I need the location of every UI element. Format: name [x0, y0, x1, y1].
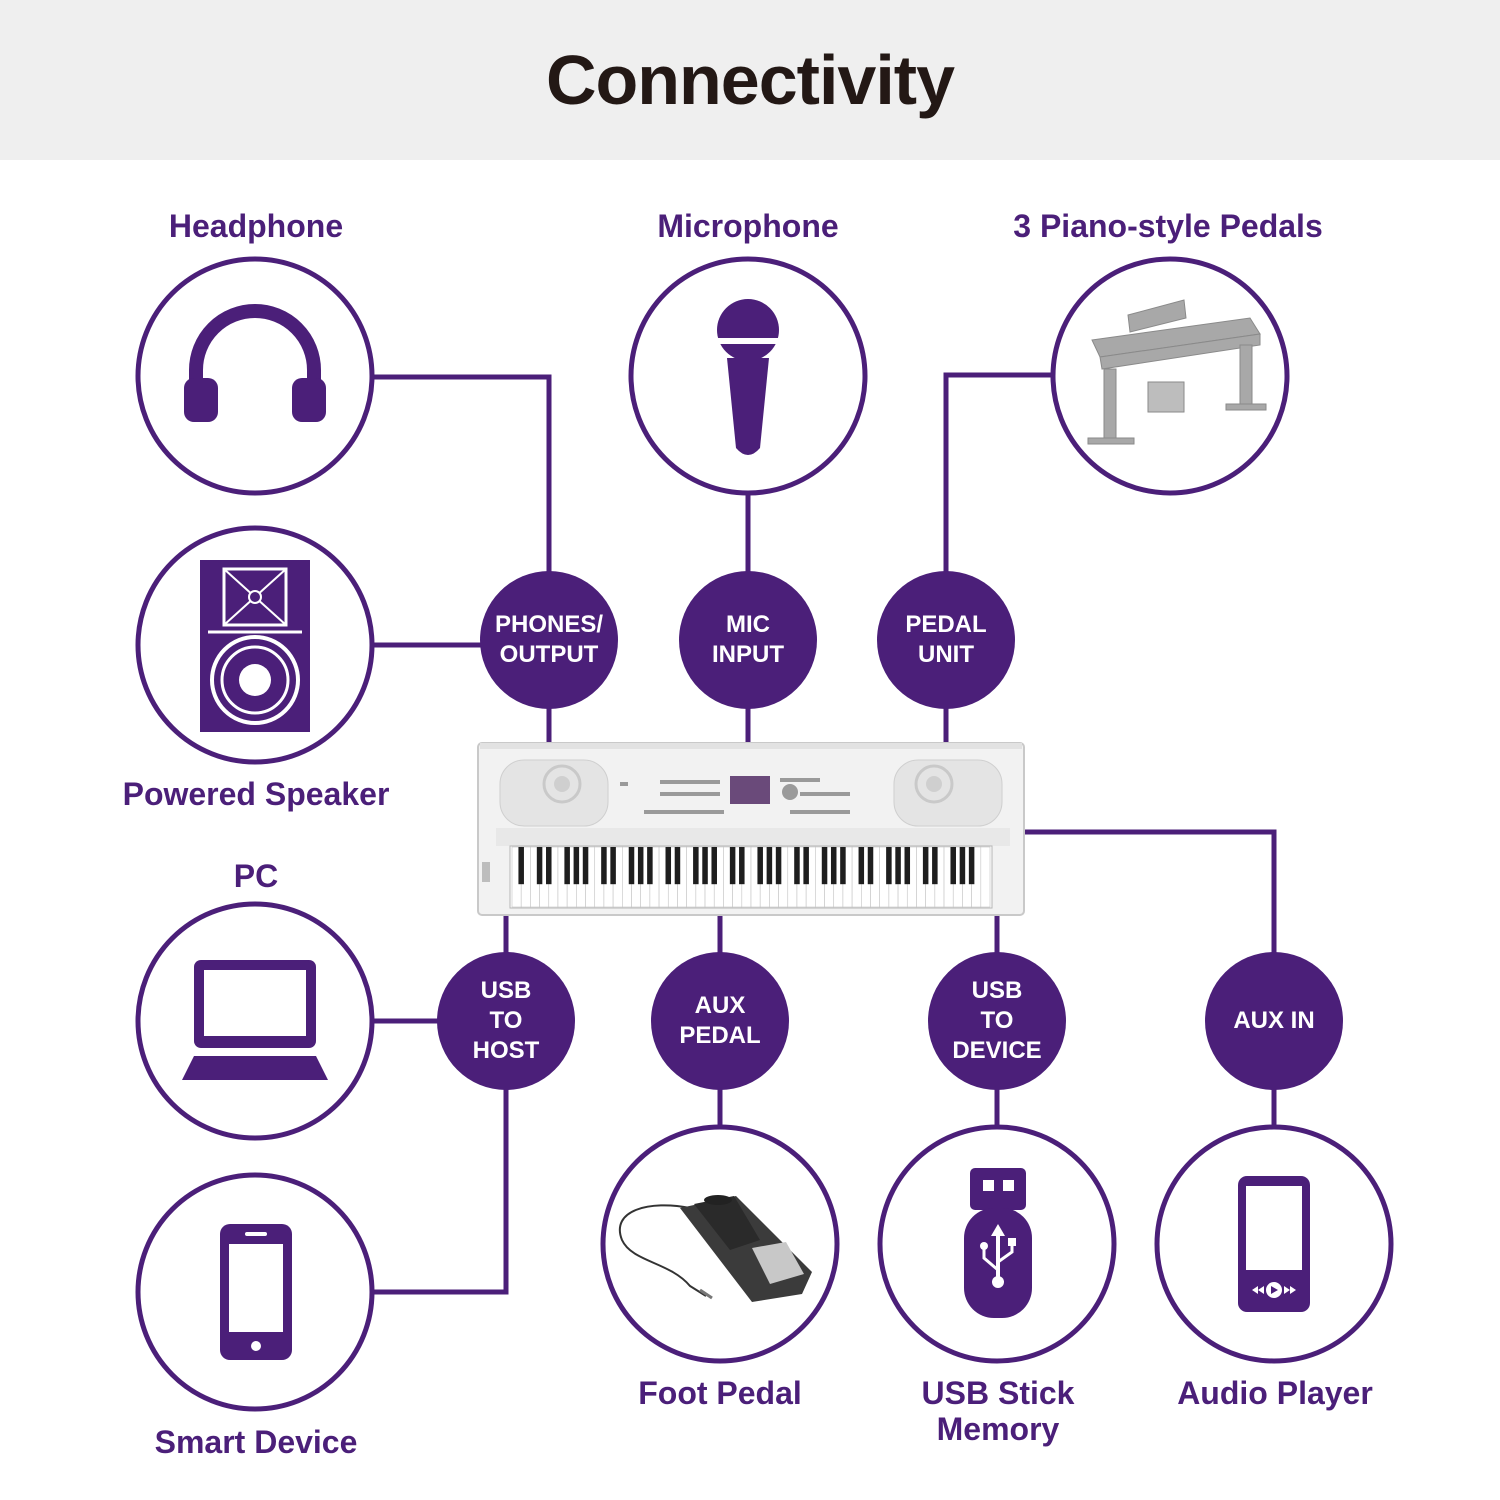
black-key	[729, 847, 736, 885]
headphone-icon	[184, 304, 326, 422]
black-key	[628, 847, 635, 885]
black-key	[922, 847, 929, 885]
black-key	[582, 847, 589, 885]
foot-pedal-icon	[618, 1195, 812, 1302]
black-key	[564, 847, 570, 885]
black-key	[766, 847, 773, 885]
port-usb-to-device: USB TO DEVICE	[928, 952, 1066, 1090]
black-key	[858, 847, 865, 885]
black-key	[886, 847, 892, 885]
usb-stick-label-line1: USB Stick	[921, 1375, 1075, 1411]
black-key	[601, 847, 607, 885]
piano-icon	[1087, 299, 1267, 445]
black-key	[775, 847, 782, 885]
line-piano-auxin	[1025, 829, 1277, 953]
black-key	[950, 847, 956, 885]
black-key	[518, 847, 524, 885]
line-pedals	[943, 372, 1054, 572]
header-bar: Connectivity	[0, 0, 1500, 160]
port-aux-in: AUX IN	[1205, 952, 1343, 1090]
page-title: Connectivity	[545, 41, 955, 119]
piano-keys	[511, 846, 991, 908]
port-usb-to-host: USB TO HOST	[437, 952, 575, 1090]
audio-player-label: Audio Player	[1177, 1375, 1373, 1411]
usb-stick-label: USB Stick Memory	[922, 1375, 1075, 1447]
black-key	[674, 847, 681, 885]
pedals-label: 3 Piano-style Pedals	[1013, 208, 1323, 244]
black-key	[546, 847, 552, 885]
black-key	[932, 847, 938, 885]
black-key	[840, 847, 846, 885]
black-key	[702, 847, 708, 885]
microphone-icon	[717, 299, 779, 455]
black-key	[803, 847, 809, 885]
black-key	[959, 847, 966, 885]
black-key	[637, 847, 644, 885]
black-key	[830, 847, 837, 885]
headphone-label: Headphone	[168, 208, 344, 244]
black-key	[536, 847, 543, 885]
port-aux-pedal: AUX PEDAL	[651, 952, 789, 1090]
black-key	[610, 847, 616, 885]
microphone-label: Microphone	[657, 208, 839, 244]
black-key	[904, 847, 911, 885]
port-mic-input: MIC INPUT	[679, 571, 817, 709]
black-key	[739, 847, 745, 885]
black-key	[794, 847, 800, 885]
black-key	[821, 847, 828, 885]
usb-stick-icon	[964, 1168, 1032, 1318]
usb-stick-label-line2: Memory	[936, 1411, 1060, 1447]
black-key	[867, 847, 874, 885]
port-phones-output: PHONES/ OUTPUT	[480, 571, 618, 709]
black-key	[895, 847, 901, 885]
smart-device-label: Smart Device	[154, 1424, 358, 1460]
digital-piano-image	[477, 742, 1025, 916]
connector-lines	[371, 372, 1277, 1295]
black-key	[647, 847, 653, 885]
laptop-icon	[182, 960, 328, 1080]
audio-player-icon	[1238, 1176, 1310, 1312]
speaker-label: Powered Speaker	[122, 776, 390, 812]
foot-pedal-label: Foot Pedal	[638, 1375, 802, 1411]
white-key	[980, 846, 991, 908]
smartphone-icon	[220, 1224, 292, 1360]
speaker-icon	[200, 560, 310, 732]
line-smart-device	[371, 1089, 509, 1295]
port-pedal-unit: PEDAL UNIT	[877, 571, 1015, 709]
black-key	[665, 847, 672, 885]
black-key	[693, 847, 699, 885]
black-key	[968, 847, 975, 885]
headphone-circle	[135, 256, 375, 496]
black-key	[573, 847, 580, 885]
line-headphone	[371, 374, 552, 572]
black-key	[757, 847, 763, 885]
black-key	[711, 847, 717, 885]
pc-label: PC	[233, 858, 279, 894]
